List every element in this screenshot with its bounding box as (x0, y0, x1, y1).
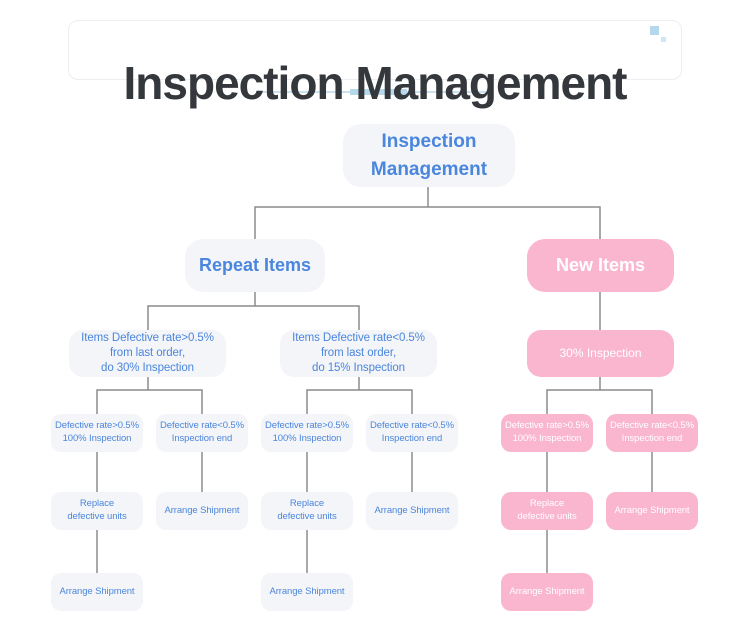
title-underline-accent (350, 89, 407, 95)
node-repeat-items: Repeat Items (185, 239, 325, 292)
node-new-replace-units: Replace defective units (501, 492, 593, 530)
connector-new-inspection-branches (546, 389, 653, 414)
node-repeat-low-arrange-shipment: Arrange Shipment (366, 492, 458, 530)
node-repeat-low-inspection-end: Defective rate<0.5% Inspection end (366, 414, 458, 452)
title-underline (262, 89, 488, 95)
node-new-final-arrange-shipment: Arrange Shipment (501, 573, 593, 611)
decoration-square-small-icon (661, 37, 666, 42)
page-title: Inspection Management (123, 56, 628, 109)
node-repeat-low-defect-condition: Items Defective rate<0.5% from last orde… (280, 330, 437, 377)
node-repeat-high-arrange-shipment: Arrange Shipment (156, 492, 248, 530)
node-new-30-inspection: 30% Inspection (527, 330, 674, 377)
node-new-100-inspection: Defective rate>0.5% 100% Inspection (501, 414, 593, 452)
node-new-inspection-end: Defective rate<0.5% Inspection end (606, 414, 698, 452)
node-repeat-low-replace-units: Replace defective units (261, 492, 353, 530)
connector-repeat-high-branches (96, 389, 203, 414)
title-card (68, 20, 682, 80)
node-repeat-low-100-inspection: Defective rate>0.5% 100% Inspection (261, 414, 353, 452)
node-repeat-high-100-inspection: Defective rate>0.5% 100% Inspection (51, 414, 143, 452)
connector-repeat-branches (147, 305, 360, 330)
decoration-square-large-icon (650, 26, 659, 35)
node-root-inspection-management: Inspection Management (343, 124, 515, 187)
node-new-arrange-shipment: Arrange Shipment (606, 492, 698, 530)
node-new-items: New Items (527, 239, 674, 292)
node-repeat-low-final-arrange-shipment: Arrange Shipment (261, 573, 353, 611)
connector-root-branches (254, 206, 601, 239)
node-repeat-high-final-arrange-shipment: Arrange Shipment (51, 573, 143, 611)
node-repeat-high-inspection-end: Defective rate<0.5% Inspection end (156, 414, 248, 452)
node-repeat-high-defect-condition: Items Defective rate>0.5% from last orde… (69, 330, 226, 377)
connector-repeat-low-branches (306, 389, 413, 414)
node-repeat-high-replace-units: Replace defective units (51, 492, 143, 530)
